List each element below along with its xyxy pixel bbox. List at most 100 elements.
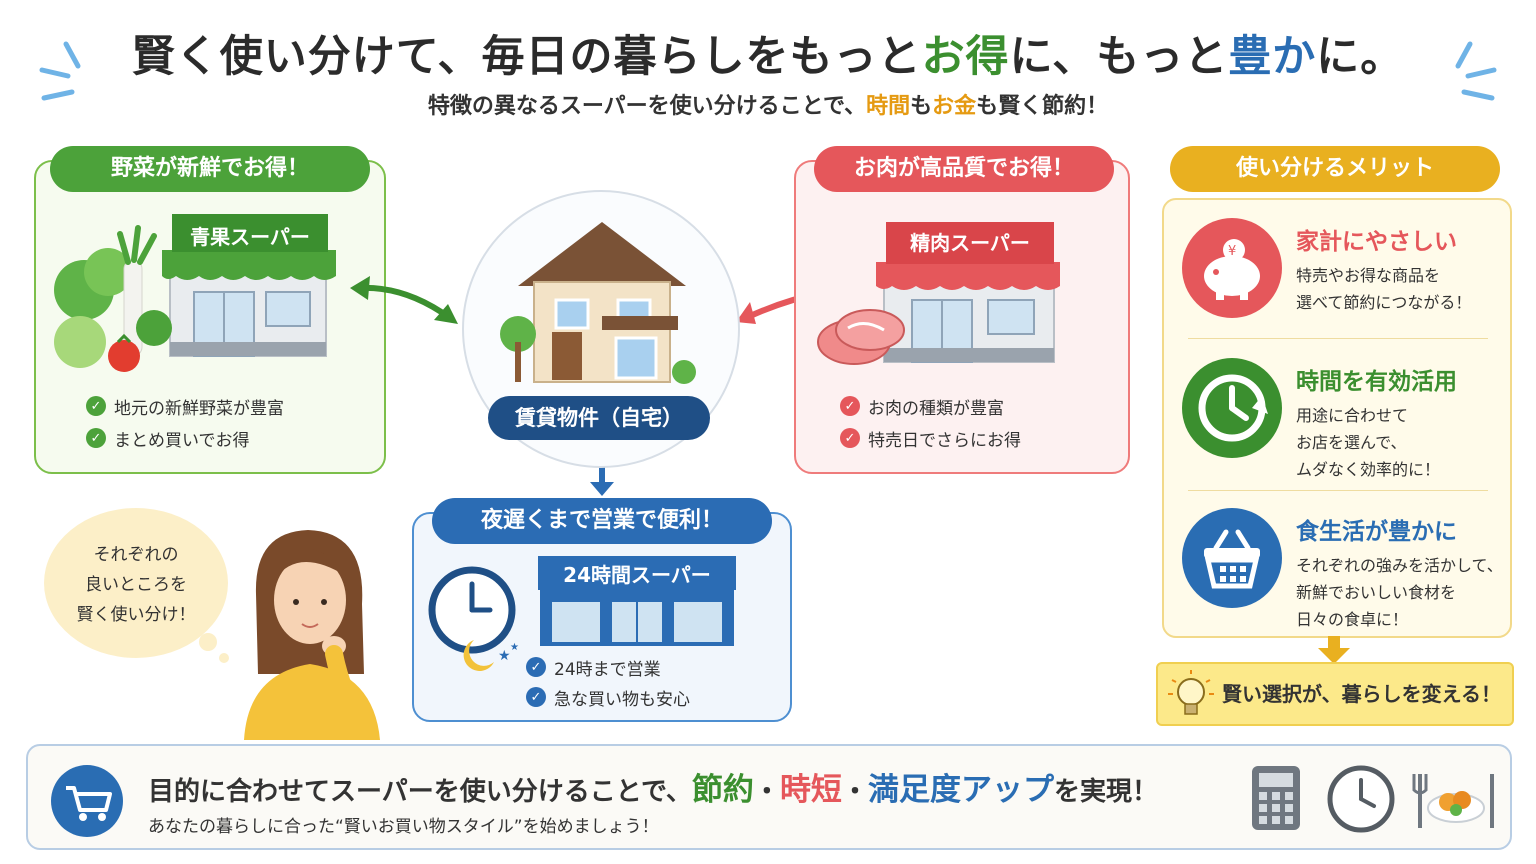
meat-point-text: お肉の種類が豊富	[868, 398, 1004, 419]
merit-description: それぞれの強みを活かして、 新鮮でおいしい食材を 日々の食卓に！	[1296, 552, 1503, 633]
bubble-line: それぞれの	[93, 545, 179, 565]
footer-keyword-satisfaction: 満足度アップ	[867, 772, 1054, 808]
clock-icon	[1182, 358, 1282, 458]
convenience-card-title: 夜遅くまで営業で便利！	[432, 498, 772, 544]
home-label: 賃貸物件（自宅）	[488, 396, 710, 440]
calculator-icon	[1252, 766, 1300, 830]
convenience-point-text: 24時まで営業	[554, 659, 661, 680]
bubble-tail-icon	[199, 633, 229, 663]
page-title: 賢く使い分けて、毎日の暮らしをもっとお得に、もっと豊かに。	[0, 22, 1536, 84]
merit-description: 特売やお得な商品を 選べて節約につながる！	[1296, 262, 1471, 316]
footer-dot: ・	[841, 777, 868, 807]
list-item: ✓ お肉の種類が豊富	[840, 390, 1021, 422]
title-text-1: 賢く使い分けて、毎日の暮らしをもっと	[131, 32, 922, 82]
meat-point-text: 特売日でさらにお得	[868, 430, 1021, 451]
footer-dot: ・	[753, 777, 780, 807]
convenience-store-name: 24時間スーパー	[563, 563, 711, 587]
merit-item-budget: ¥ 家計にやさしい 特売やお得な商品を 選べて節約につながる！	[1164, 200, 1514, 340]
convenience-point-text: 急な買い物も安心	[554, 689, 690, 710]
meat-points: ✓ お肉の種類が豊富 ✓ 特売日でさらにお得	[840, 390, 1021, 454]
merit-desc-line: ムダなく効率的に！	[1296, 460, 1441, 479]
check-icon: ✓	[526, 657, 546, 677]
footer-text-1: 目的に合わせてスーパーを使い分けることで、	[148, 777, 692, 807]
subtitle-highlight-time: 時間	[866, 94, 911, 119]
merit-item-food: 食生活が豊かに それぞれの強みを活かして、 新鮮でおいしい食材を 日々の食卓に！	[1164, 490, 1514, 630]
vegetable-point-text: 地元の新鮮野菜が豊富	[114, 398, 284, 419]
merit-description: 用途に合わせて お店を選んで、 ムダなく効率的に！	[1296, 402, 1440, 483]
merit-desc-line: 新鮮でおいしい食材を	[1296, 583, 1457, 602]
check-icon: ✓	[526, 687, 546, 707]
subtitle-text-2: も	[910, 94, 933, 119]
meal-plate-icon	[1412, 774, 1494, 828]
merit-divider	[1188, 490, 1488, 491]
merits-title: 使い分けるメリット	[1170, 146, 1500, 192]
vegetable-point-text: まとめ買いでお得	[114, 430, 250, 451]
title-highlight-blue: 豊か	[1228, 32, 1317, 82]
check-icon: ✓	[86, 428, 106, 448]
subtitle-text-1: 特徴の異なるスーパーを使い分けることで、	[427, 94, 867, 119]
merit-title: 時間を有効活用	[1296, 369, 1457, 395]
footer-sub-text: あなたの暮らしに合った“賢いお買い物スタイル”を始めましょう！	[148, 817, 659, 837]
woman-thinking-illustration	[244, 530, 380, 740]
thought-bubble	[44, 508, 228, 658]
check-icon: ✓	[840, 396, 860, 416]
bubble-line: 良いところを	[85, 575, 187, 595]
svg-text:★: ★	[498, 648, 511, 664]
convenience-points: ✓ 24時まで営業 ✓ 急な買い物も安心	[526, 652, 690, 712]
check-icon: ✓	[840, 428, 860, 448]
merit-title: 食生活が豊かに	[1296, 519, 1457, 545]
list-item: ✓ 急な買い物も安心	[526, 682, 690, 712]
convenience-store-illustration	[538, 556, 736, 646]
title-highlight-green: お得	[921, 32, 1010, 82]
conclusion-box: 賢い選択が、暮らしを変える！	[1156, 662, 1514, 726]
merit-title: 家計にやさしい	[1296, 229, 1457, 255]
merit-desc-line: 選べて節約につながる！	[1296, 293, 1472, 312]
vegetable-card-title: 野菜が新鮮でお得！	[50, 146, 370, 192]
footer-main-text: 目的に合わせてスーパーを使い分けることで、節約・時短・満足度アップを実現！	[148, 764, 1158, 809]
piggy-bank-icon: ¥	[1182, 218, 1282, 318]
sparkle-left-icon	[39, 41, 81, 101]
subtitle-text-3: も賢く節約！	[976, 94, 1109, 119]
page-subtitle: 特徴の異なるスーパーを使い分けることで、時間もお金も賢く節約！	[0, 88, 1536, 120]
vegetable-store-illustration	[54, 214, 336, 372]
svg-text:¥: ¥	[1228, 244, 1236, 259]
list-item: ✓ 特売日でさらにお得	[840, 422, 1021, 454]
check-icon: ✓	[86, 396, 106, 416]
merit-divider	[1188, 338, 1488, 339]
conclusion-text: 賢い選択が、暮らしを変える！	[1222, 682, 1501, 706]
subtitle-highlight-money: お金	[932, 94, 977, 119]
merit-desc-line: お店を選んで、	[1296, 433, 1407, 452]
house-icon	[500, 222, 696, 384]
merit-desc-line: 用途に合わせて	[1296, 406, 1409, 425]
meat-store-illustration	[817, 222, 1060, 365]
meat-card-title: お肉が高品質でお得！	[814, 146, 1114, 192]
footer-text-2: を実現！	[1053, 777, 1158, 807]
meat-store-name: 精肉スーパー	[910, 231, 1030, 255]
double-arrow-green-icon	[350, 276, 458, 324]
shopping-basket-icon	[1182, 508, 1282, 608]
merits-panel: ¥ 家計にやさしい 特売やお得な商品を 選べて節約につながる！ 時間を有効活用 …	[1162, 198, 1512, 638]
svg-text:★: ★	[510, 642, 519, 653]
shopping-cart-icon	[51, 765, 123, 837]
lightbulb-icon	[1168, 670, 1214, 715]
bubble-text: それぞれの 良いところを 賢く使い分け！	[44, 540, 228, 630]
footer-keyword-timesaving: 時短	[779, 772, 842, 808]
vegetable-points: ✓ 地元の新鮮野菜が豊富 ✓ まとめ買いでお得	[86, 390, 284, 454]
title-text-3: に。	[1316, 32, 1405, 82]
merit-desc-line: それぞれの強みを活かして、	[1296, 556, 1503, 575]
night-clock-icon: ★ ★	[428, 566, 519, 671]
merit-desc-line: 日々の食卓に！	[1296, 610, 1409, 629]
list-item: ✓ 地元の新鮮野菜が豊富	[86, 390, 284, 422]
arrow-down-icon	[1318, 636, 1350, 664]
footer-keyword-saving: 節約	[691, 772, 754, 808]
list-item: ✓ まとめ買いでお得	[86, 422, 284, 454]
wall-clock-icon	[1327, 765, 1395, 833]
merit-desc-line: 特売やお得な商品を	[1296, 266, 1441, 285]
sparkle-right-icon	[1455, 41, 1497, 101]
merit-item-time: 時間を有効活用 用途に合わせて お店を選んで、 ムダなく効率的に！	[1164, 340, 1514, 480]
footer-banner: 目的に合わせてスーパーを使い分けることで、節約・時短・満足度アップを実現！ あな…	[26, 744, 1512, 850]
vegetable-store-name: 青果スーパー	[190, 225, 310, 249]
bubble-line: 賢く使い分け！	[76, 605, 196, 625]
title-text-2: に、もっと	[1009, 32, 1229, 82]
list-item: ✓ 24時まで営業	[526, 652, 690, 682]
